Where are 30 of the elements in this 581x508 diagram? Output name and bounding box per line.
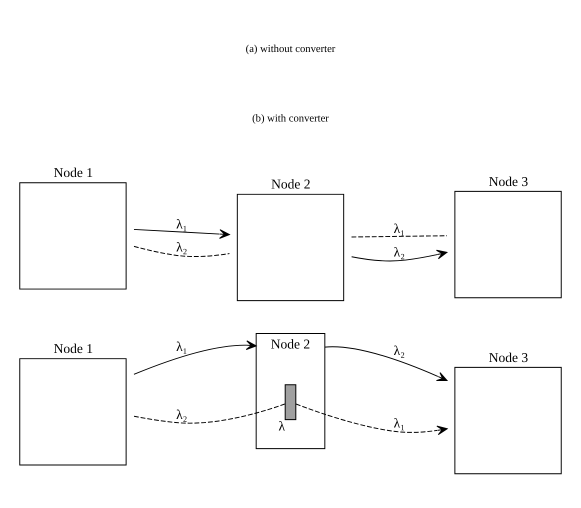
edge-label: λ₁ bbox=[176, 216, 188, 231]
edge-label: λ₁ bbox=[394, 220, 405, 236]
node-box bbox=[236, 193, 344, 301]
edge-label: λ₂ bbox=[394, 244, 405, 259]
arrow bbox=[296, 403, 448, 435]
arrow bbox=[134, 228, 230, 238]
connector bbox=[134, 403, 286, 424]
arrow bbox=[133, 340, 257, 374]
node-label: Node 1 bbox=[54, 164, 94, 180]
connector bbox=[351, 234, 448, 237]
edge-label: λ₁ bbox=[394, 415, 405, 430]
node-bar bbox=[284, 384, 296, 420]
edge-label: λ₁ bbox=[176, 338, 188, 354]
node-box bbox=[454, 190, 562, 298]
node-label: Node 3 bbox=[488, 349, 528, 364]
connector bbox=[134, 245, 230, 256]
label: (b) with converter bbox=[252, 113, 329, 124]
arrow bbox=[351, 249, 448, 261]
edge-label: λ₂ bbox=[176, 239, 188, 254]
node-label: Node 3 bbox=[488, 173, 528, 188]
edge-label: λ₂ bbox=[176, 406, 188, 422]
node-label: λ bbox=[278, 418, 286, 433]
node-box bbox=[454, 366, 562, 474]
arrow bbox=[324, 346, 448, 381]
node-label: Node 1 bbox=[54, 340, 94, 356]
node-box bbox=[19, 358, 127, 466]
node-label: Node 2 bbox=[271, 176, 311, 192]
edge-label: λ₂ bbox=[394, 342, 405, 358]
node-box bbox=[19, 182, 127, 290]
label: (a) without converter bbox=[246, 43, 336, 54]
